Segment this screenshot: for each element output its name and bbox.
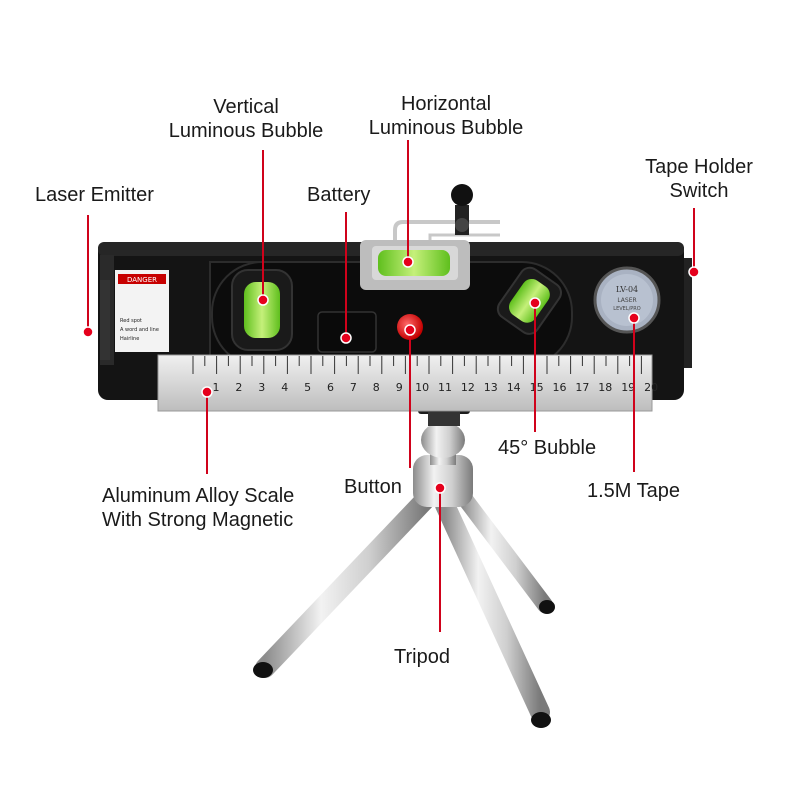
label-scale-line1: Aluminum Alloy Scale — [102, 485, 295, 507]
label-tripod: Tripod — [394, 646, 450, 668]
danger-line-2: A word and line — [120, 327, 159, 333]
label-45-bubble: 45° Bubble — [498, 437, 597, 459]
tripod — [253, 400, 555, 728]
label-tape-holder-switch: Tape Holder Switch — [635, 155, 763, 203]
scale-number: 15 — [530, 381, 544, 394]
label-horizontal-bubble-line1: Horizontal — [400, 93, 492, 115]
callout-dots — [82, 256, 700, 494]
scale-number: 14 — [507, 381, 521, 394]
danger-line-1: Red spot — [120, 318, 142, 324]
label-vertical-bubble-line2: Luminous Bubble — [168, 120, 324, 142]
label-horizontal-bubble: Horizontal Luminous Bubble — [360, 92, 532, 140]
scale-number: 11 — [438, 381, 452, 394]
label-tape-holder-switch-line2: Switch — [669, 180, 729, 202]
scale-number: 10 — [415, 381, 429, 394]
callout-lines — [87, 140, 695, 632]
top-mount — [393, 184, 500, 245]
tape-badge-line-3: LEVEL/PRO — [613, 306, 640, 312]
scale-number: 12 — [461, 381, 475, 394]
scale-number: 18 — [598, 381, 612, 394]
label-button: Button — [344, 476, 402, 498]
scale-number: 9 — [396, 381, 403, 394]
scale-number: 16 — [553, 381, 567, 394]
label-laser-emitter: Laser Emitter — [35, 184, 154, 206]
scale-number: 4 — [281, 381, 288, 394]
label-vertical-bubble-line1: Vertical — [213, 96, 279, 118]
scale-number: 6 — [327, 381, 334, 394]
label-tape-holder-switch-line1: Tape Holder — [645, 156, 753, 178]
scale-number: 20 — [644, 381, 658, 394]
danger-label: DANGER — [127, 276, 157, 284]
label-battery: Battery — [307, 184, 371, 206]
scale-number: 17 — [575, 381, 589, 394]
scale-number: 2 — [235, 381, 242, 394]
scale-number: 13 — [484, 381, 498, 394]
scale-number: 7 — [350, 381, 357, 394]
tape-badge-line-2: LASER — [617, 297, 636, 304]
label-scale: Aluminum Alloy Scale With Strong Magneti… — [102, 484, 294, 532]
label-vertical-bubble: Vertical Luminous Bubble — [160, 95, 332, 143]
scale-number: 3 — [258, 381, 265, 394]
danger-line-3: Hairline — [120, 336, 139, 342]
scale-number: 8 — [373, 381, 380, 394]
label-scale-line2: With Strong Magnetic — [102, 509, 294, 531]
label-tape: 1.5M Tape — [587, 480, 681, 502]
scale-number: 5 — [304, 381, 311, 394]
scale-number: 1 — [213, 381, 220, 394]
label-horizontal-bubble-line2: Luminous Bubble — [368, 117, 524, 139]
scale-number: 19 — [621, 381, 635, 394]
tape-badge-line-1: LV-04 — [616, 285, 638, 294]
